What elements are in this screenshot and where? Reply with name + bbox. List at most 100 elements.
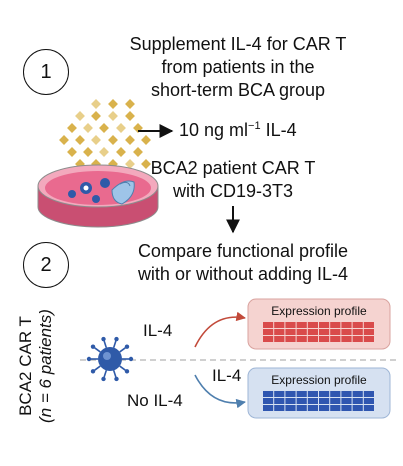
petri-dish-icon [37, 164, 159, 228]
profile-cell [363, 322, 374, 328]
cytokine-dot-icon [67, 123, 77, 133]
profile-cell [307, 329, 318, 335]
profile-cell [285, 398, 296, 404]
receptor-head [124, 344, 130, 349]
profile-cell [307, 405, 318, 411]
profile-cell [274, 391, 285, 397]
car-t-cell-icon [86, 336, 134, 382]
profile-cell [296, 405, 307, 411]
profile-cell [263, 322, 274, 328]
profile-cell [263, 405, 274, 411]
cytokine-dot-icon [125, 159, 135, 169]
profile-cell [319, 405, 330, 411]
cytokine-dot-icon [83, 123, 93, 133]
profile-cell [263, 398, 274, 404]
profile-cell [319, 391, 330, 397]
dose-value: 10 ng ml [179, 120, 249, 140]
profile-cell [285, 391, 296, 397]
profile-cell [341, 405, 352, 411]
profile-cell [274, 405, 285, 411]
dose-label: 10 ng ml−1 IL-4 [179, 120, 297, 141]
profile-cell [363, 405, 374, 411]
cytokine-dot-icon [133, 147, 143, 157]
profile-cell [363, 329, 374, 335]
step-1-line-1: Supplement IL-4 for CAR T [129, 34, 347, 54]
cytokine-dot-icon [141, 159, 151, 169]
profile-cell [296, 336, 307, 342]
side-label: BCA2 CAR T (n = 6 patients) [16, 266, 56, 466]
profile-cell [352, 405, 363, 411]
sample-text: BCA2 patient CAR T with CD19-3T3 [143, 157, 323, 203]
profile-cell [352, 322, 363, 328]
profile-cell [296, 322, 307, 328]
step-2-badge: 2 [23, 242, 69, 288]
profile-cell [263, 329, 274, 335]
cytokine-dot-icon [141, 135, 151, 145]
receptor-head [90, 369, 96, 374]
cytokine-dots [59, 99, 151, 169]
step-2-line-1: Compare functional profile [137, 241, 349, 261]
profile-cell [285, 336, 296, 342]
receptor-spike [94, 365, 101, 371]
cytokine-dot-icon [125, 99, 135, 109]
profile-cell [330, 398, 341, 404]
receptor-head [101, 376, 106, 382]
profile-cell [296, 329, 307, 335]
diagram-canvas [37, 99, 398, 419]
profile-cell [341, 329, 352, 335]
receptor-spike [103, 340, 108, 348]
cytokine-dot-icon [125, 135, 135, 145]
profile-cell [330, 405, 341, 411]
cytokine-dot-icon [75, 111, 85, 121]
expression-profile-bottom [247, 367, 391, 419]
profile-cell [319, 322, 330, 328]
cytokine-dot-icon [99, 147, 109, 157]
cytokine-dot-icon [99, 123, 109, 133]
receptor-head [114, 376, 119, 382]
profile-cell [263, 391, 274, 397]
cytokine-dot-icon [91, 135, 101, 145]
profile-cell [330, 322, 341, 328]
profile-cell [274, 329, 285, 335]
profile-cell [307, 398, 318, 404]
cytokine-dot-icon [59, 135, 69, 145]
step-1-line-2: from patients in the [161, 57, 315, 77]
dish-cells [68, 178, 135, 205]
profile-cell [285, 405, 296, 411]
cytokine-dot-icon [116, 123, 126, 133]
receptor-spike [112, 340, 117, 348]
step-1-badge: 1 [23, 49, 69, 95]
il4-label: IL-4 [143, 321, 173, 340]
il4-added-label: IL-4 [212, 366, 242, 385]
side-label-main: BCA2 CAR T [16, 316, 35, 416]
profile-cell [274, 336, 285, 342]
sample-line-2: with CD19-3T3 [172, 181, 294, 201]
cytokine-dot-icon [125, 111, 135, 121]
il4-arrow [194, 311, 246, 348]
profile-cell [274, 398, 285, 404]
receptor-head [124, 369, 130, 374]
receptor-spike [94, 347, 101, 353]
profile-cell [285, 322, 296, 328]
side-label-n: (n = 6 patients) [36, 309, 55, 423]
profile-cell [352, 391, 363, 397]
profile-cell [296, 391, 307, 397]
profile-cell [263, 336, 274, 342]
sample-line-1: BCA2 patient CAR T [150, 158, 316, 178]
cytokine-dot-icon [116, 147, 126, 157]
profile-cell [307, 391, 318, 397]
step-1-text: Supplement IL-4 for CAR T from patients … [108, 33, 368, 102]
profile-cell [363, 398, 374, 404]
cytokine-dot-icon [91, 99, 101, 109]
dose-exponent: −1 [248, 120, 261, 132]
cytokine-dot-icon [108, 135, 118, 145]
cytokine-dot-icon [75, 135, 85, 145]
profile-cell [341, 398, 352, 404]
profile-cell [274, 322, 285, 328]
profile-cell [363, 391, 374, 397]
profile-cell [352, 329, 363, 335]
profile-cell [330, 391, 341, 397]
step-1-line-3: short-term BCA group [150, 80, 326, 100]
no-il4-label: No IL-4 [127, 391, 183, 410]
profile-cell [330, 329, 341, 335]
